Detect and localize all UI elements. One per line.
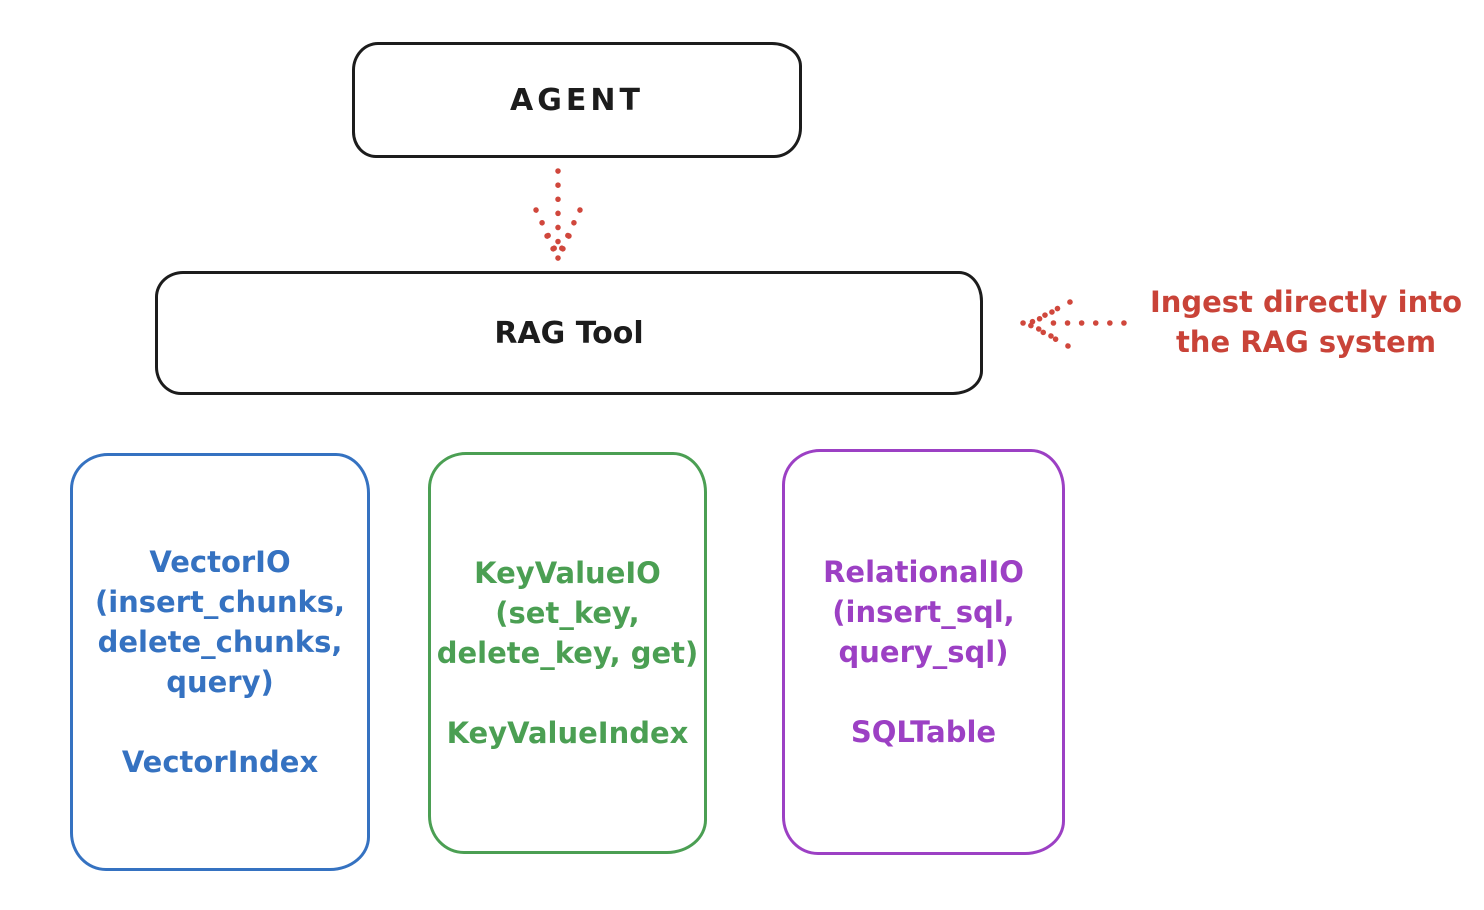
sql-table-label: SQLTable	[850, 715, 997, 749]
agent-label: AGENT	[510, 82, 644, 118]
ingest-arrow	[1020, 299, 1127, 349]
ingest-annotation: Ingest directly into the RAG system	[1138, 282, 1474, 362]
vector-io-box: VectorIO (insert_chunks, delete_chunks, …	[70, 453, 370, 871]
keyvalue-io-box: KeyValueIO (set_key, delete_key, get) Ke…	[428, 452, 707, 854]
relational-io-box: RelationalIO (insert_sql, query_sql) SQL…	[782, 449, 1065, 855]
rag-tool-label: RAG Tool	[494, 315, 644, 351]
agent-to-rag-arrow	[533, 168, 583, 261]
ingest-annotation-line1: Ingest directly into	[1149, 285, 1463, 319]
vector-io-text: VectorIO (insert_chunks, delete_chunks, …	[95, 542, 345, 782]
vector-io-methods-line2: delete_chunks,	[97, 625, 343, 659]
relational-io-title: RelationalIO	[823, 555, 1024, 589]
vector-io-title: VectorIO	[149, 545, 291, 579]
relational-io-methods-line1: (insert_sql,	[832, 595, 1015, 629]
keyvalue-io-methods-line2: delete_key, get)	[436, 636, 699, 670]
vector-io-methods-line1: (insert_chunks,	[94, 585, 346, 619]
keyvalue-io-text: KeyValueIO (set_key, delete_key, get) Ke…	[437, 553, 699, 753]
relational-io-text: RelationalIO (insert_sql, query_sql) SQL…	[823, 552, 1024, 752]
agent-box: AGENT	[352, 42, 802, 158]
rag-tool-box: RAG Tool	[155, 271, 983, 395]
keyvalue-io-title: KeyValueIO	[474, 556, 661, 590]
keyvalue-index-label: KeyValueIndex	[446, 716, 689, 750]
keyvalue-io-methods-line1: (set_key,	[495, 596, 640, 630]
vector-index-label: VectorIndex	[121, 745, 319, 779]
ingest-annotation-line2: the RAG system	[1175, 325, 1437, 359]
vector-io-methods-line3: query)	[166, 665, 274, 699]
relational-io-methods-line2: query_sql)	[838, 635, 1009, 669]
